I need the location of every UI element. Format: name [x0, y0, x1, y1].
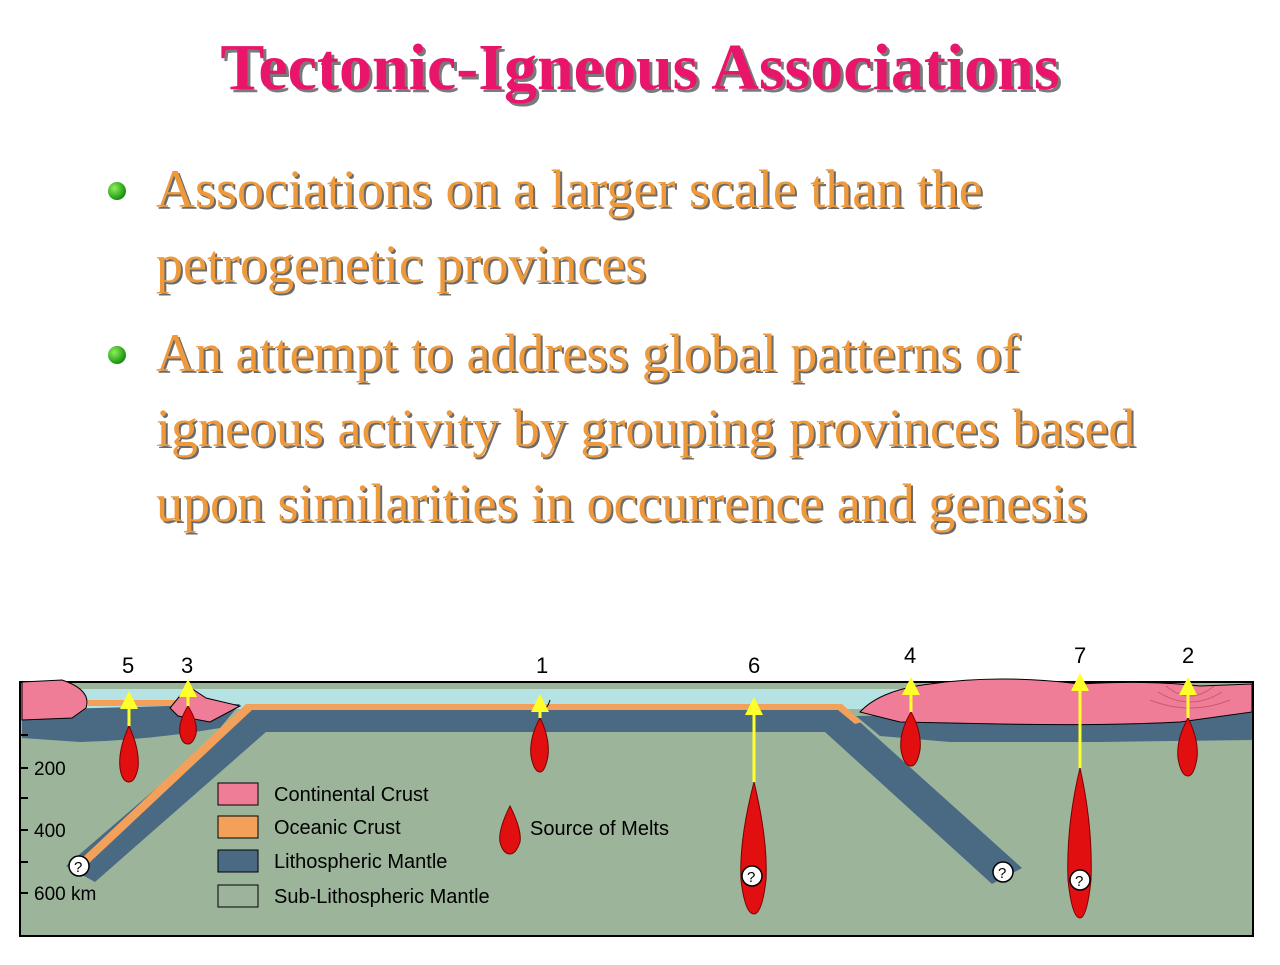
question-mark: ? — [1075, 873, 1083, 890]
bullet-dot-icon — [108, 346, 126, 364]
depth-axis-ticks — [20, 734, 28, 894]
legend-swatch-oceanic-crust — [217, 815, 259, 839]
cross-section-svg: 200 400 600 km 5 3 1 6 4 7 2 ? ? ? ? — [19, 643, 1254, 937]
site-label: 2 — [1182, 643, 1194, 668]
melt-source-2 — [1177, 716, 1198, 777]
legend-melt-icon — [499, 804, 521, 855]
bullet-text: An attempt to address global patterns of… — [156, 323, 1136, 533]
legend-label: Sub-Lithospheric Mantle — [274, 886, 490, 908]
melt-source-1 — [530, 716, 549, 773]
site-label: 1 — [536, 653, 548, 678]
depth-label: 400 — [34, 821, 66, 842]
site-label: 4 — [904, 643, 916, 668]
legend-swatch-continental-crust — [217, 782, 259, 806]
question-mark: ? — [747, 869, 755, 886]
question-mark: ? — [74, 859, 82, 876]
legend-label: Source of Melts — [530, 818, 669, 840]
melt-source-4 — [900, 710, 921, 767]
site-label: 6 — [748, 653, 760, 678]
legend-swatch-lithospheric-mantle — [217, 849, 259, 873]
backarc-oceanic-crust — [88, 700, 176, 706]
bullet-text: Associations on a larger scale than the … — [156, 159, 983, 294]
legend-label: Continental Crust — [274, 784, 429, 806]
magma-ascent-arrows — [120, 673, 1197, 782]
slide-title: Tectonic-Igneous Associations — [220, 31, 1060, 104]
legend-label: Lithospheric Mantle — [274, 851, 447, 873]
site-label: 5 — [122, 653, 134, 678]
site-label: 7 — [1074, 643, 1086, 668]
legend-swatch-sub-lithospheric-mantle — [217, 884, 259, 908]
tectonic-cross-section-diagram: 200 400 600 km 5 3 1 6 4 7 2 ? ? ? ? — [0, 630, 1280, 960]
bullet-item: Associations on a larger scale than the … — [100, 152, 1200, 302]
unknown-depth-markers: ? ? ? ? — [68, 855, 1091, 891]
melt-source-3 — [179, 705, 197, 745]
bullet-item: An attempt to address global patterns of… — [100, 316, 1200, 541]
depth-label: 200 — [34, 759, 66, 780]
left-continental-crust — [21, 679, 88, 721]
question-mark: ? — [998, 865, 1006, 882]
legend-label: Oceanic Crust — [274, 817, 401, 839]
melt-source-5 — [119, 724, 139, 783]
bullet-dot-icon — [108, 182, 126, 200]
depth-label: 600 km — [34, 884, 96, 905]
right-continental-crust — [859, 678, 1253, 726]
site-label: 3 — [181, 653, 193, 678]
diagram-legend: Continental Crust Oceanic Crust Lithosph… — [217, 782, 669, 908]
bullet-list: Associations on a larger scale than the … — [100, 152, 1200, 555]
